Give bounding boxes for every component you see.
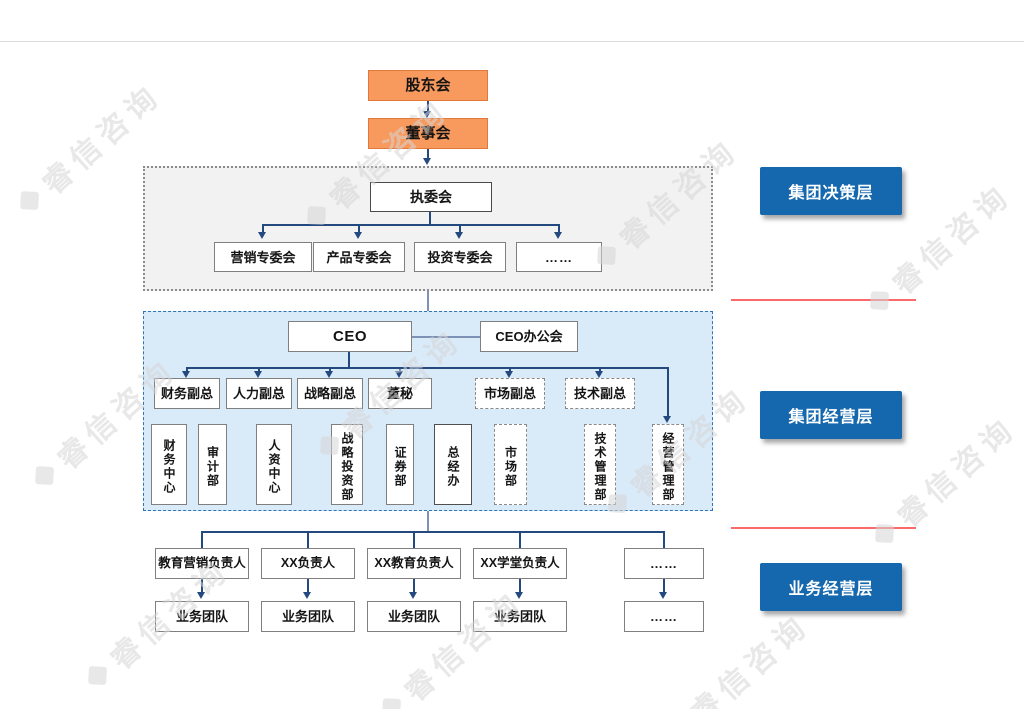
label-group-decision-layer: 集团决策层	[760, 167, 902, 215]
connector-lead-team	[413, 579, 415, 592]
node-business-team: 业务团队	[367, 601, 461, 632]
node-vp-finance: 财务副总	[154, 378, 220, 409]
connector-committee-branch	[263, 224, 560, 226]
node-tech-management-dept: 技术管理部	[584, 424, 616, 505]
connector-lead-team	[307, 579, 309, 592]
connector-vp-branch	[187, 367, 669, 369]
connector-stub	[663, 531, 665, 548]
connector-panel-joiner	[427, 291, 429, 311]
connector-panel-joiner	[427, 511, 429, 531]
connector-ops-mgmt-drop	[667, 367, 669, 417]
red-divider-line	[731, 299, 916, 301]
node-business-team: 业务团队	[261, 601, 355, 632]
top-divider-line	[0, 41, 1024, 42]
arrow-down-icon	[182, 371, 190, 378]
node-board-of-directors: 董事会	[368, 118, 488, 149]
label-business-operation-layer: 业务经营层	[760, 563, 902, 611]
arrow-down-icon	[554, 232, 562, 239]
label-group-operation-layer: 集团经营层	[760, 391, 902, 439]
arrow-down-icon	[659, 592, 667, 599]
connector-stub	[186, 367, 188, 372]
connector-exec-branch	[429, 212, 431, 224]
node-securities-dept: 证券部	[386, 424, 414, 505]
connector-lead-team	[663, 579, 665, 592]
node-executive-committee: 执委会	[370, 182, 492, 212]
connector-ceo-drop	[348, 352, 350, 368]
connector-ceo-office	[412, 336, 480, 338]
connector-stub	[509, 367, 511, 372]
node-vp-strategy: 战略副总	[297, 378, 363, 409]
node-business-team: 业务团队	[473, 601, 567, 632]
node-marketing-committee: 营销专委会	[214, 242, 312, 272]
arrow-down-icon	[409, 592, 417, 599]
arrow-down-icon	[663, 416, 671, 423]
node-board-secretary: 董秘	[368, 378, 432, 409]
node-finance-center: 财务中心	[151, 424, 187, 505]
node-general-office: 总经办	[434, 424, 472, 505]
node-hr-center: 人资中心	[256, 424, 292, 505]
arrow-down-icon	[423, 111, 431, 118]
node-shareholders-meeting: 股东会	[368, 70, 488, 101]
node-product-committee: 产品专委会	[313, 242, 405, 272]
node-committee-ellipsis: ……	[516, 242, 602, 272]
watermark-logo-icon	[382, 698, 402, 709]
node-business-team: 业务团队	[155, 601, 249, 632]
connector-board-panel	[427, 149, 429, 159]
connector-leads-branch	[202, 531, 665, 533]
node-investment-committee: 投资专委会	[414, 242, 506, 272]
connector-stub	[258, 367, 260, 372]
watermark-logo-icon	[20, 191, 40, 210]
connector-stub	[399, 367, 401, 372]
connector-lead-team	[201, 579, 203, 592]
connector-stub	[262, 224, 264, 232]
red-divider-line	[731, 527, 916, 529]
node-vp-market: 市场副总	[475, 378, 545, 409]
arrow-down-icon	[455, 232, 463, 239]
arrow-down-icon	[423, 158, 431, 165]
arrow-down-icon	[303, 592, 311, 599]
node-vp-technology: 技术副总	[565, 378, 635, 409]
node-team-ellipsis: ……	[624, 601, 704, 632]
watermark-logo-icon	[88, 666, 108, 685]
arrow-down-icon	[254, 371, 262, 378]
node-lead-ellipsis: ……	[624, 548, 704, 579]
node-education-marketing-lead: 教育营销负责人	[155, 548, 249, 579]
connector-stub	[358, 224, 360, 232]
connector-stub	[329, 367, 331, 372]
node-audit-dept: 审计部	[198, 424, 227, 505]
arrow-down-icon	[258, 232, 266, 239]
operation-layer-panel	[143, 311, 713, 511]
node-ceo: CEO	[288, 321, 412, 352]
arrow-down-icon	[505, 371, 513, 378]
connector-shareholders-board	[427, 101, 429, 112]
arrow-down-icon	[354, 232, 362, 239]
connector-stub	[201, 531, 203, 548]
node-xx-education-lead: XX教育负责人	[367, 548, 461, 579]
connector-stub	[599, 367, 601, 372]
arrow-down-icon	[515, 592, 523, 599]
node-operations-management-dept: 经营管理部	[652, 424, 684, 505]
arrow-down-icon	[325, 371, 333, 378]
node-market-dept: 市场部	[494, 424, 527, 505]
node-xx-lead: XX负责人	[261, 548, 355, 579]
connector-stub	[413, 531, 415, 548]
connector-stub	[459, 224, 461, 232]
connector-lead-team	[519, 579, 521, 592]
connector-stub	[307, 531, 309, 548]
node-strategic-investment-dept: 战略投资部	[331, 424, 363, 505]
connector-stub	[519, 531, 521, 548]
watermark-logo-icon	[35, 466, 55, 485]
arrow-down-icon	[197, 592, 205, 599]
node-xx-school-lead: XX学堂负责人	[473, 548, 567, 579]
node-vp-hr: 人力副总	[226, 378, 292, 409]
node-ceo-office: CEO办公会	[480, 321, 578, 352]
arrow-down-icon	[595, 371, 603, 378]
watermark-text: 睿信咨询	[891, 410, 1024, 535]
connector-stub	[558, 224, 560, 232]
arrow-down-icon	[395, 371, 403, 378]
